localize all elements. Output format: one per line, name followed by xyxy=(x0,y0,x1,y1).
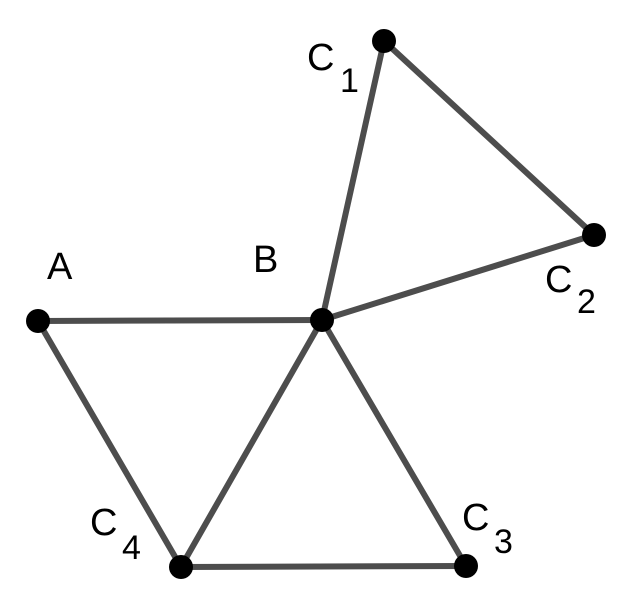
label-c1-main: C xyxy=(307,37,334,79)
label-a: A xyxy=(47,246,73,288)
node-c2 xyxy=(582,223,606,247)
edge-b-c2 xyxy=(319,232,597,323)
node-c3 xyxy=(454,554,478,578)
label-c4-main: C xyxy=(90,502,117,544)
edge-a-b xyxy=(35,317,325,324)
edge-c1-c2 xyxy=(381,38,597,238)
label-c2: C 2 xyxy=(545,259,596,321)
label-c2-main: C xyxy=(545,259,572,301)
label-b: B xyxy=(253,239,278,281)
edge-b-c4 xyxy=(178,317,325,570)
label-a-main: A xyxy=(47,246,73,288)
label-c3: C 3 xyxy=(462,497,513,561)
edge-c4-c3 xyxy=(178,563,469,570)
edge-b-c3 xyxy=(319,317,469,569)
edge-b-c1 xyxy=(319,38,387,323)
node-c1 xyxy=(372,29,396,53)
edges-layer xyxy=(35,38,597,570)
label-c3-sub: 3 xyxy=(494,523,513,561)
nodes-layer xyxy=(26,29,606,579)
node-c4 xyxy=(169,555,193,579)
label-c4-sub: 4 xyxy=(122,529,141,567)
label-b-main: B xyxy=(253,239,278,281)
label-c1: C 1 xyxy=(307,37,359,100)
edge-a-c4 xyxy=(35,318,184,570)
label-c3-main: C xyxy=(462,497,489,539)
node-b xyxy=(310,308,334,332)
label-c4: C 4 xyxy=(90,502,141,567)
node-a xyxy=(26,309,50,333)
label-c1-sub: 1 xyxy=(340,62,359,100)
label-c2-sub: 2 xyxy=(577,283,596,321)
